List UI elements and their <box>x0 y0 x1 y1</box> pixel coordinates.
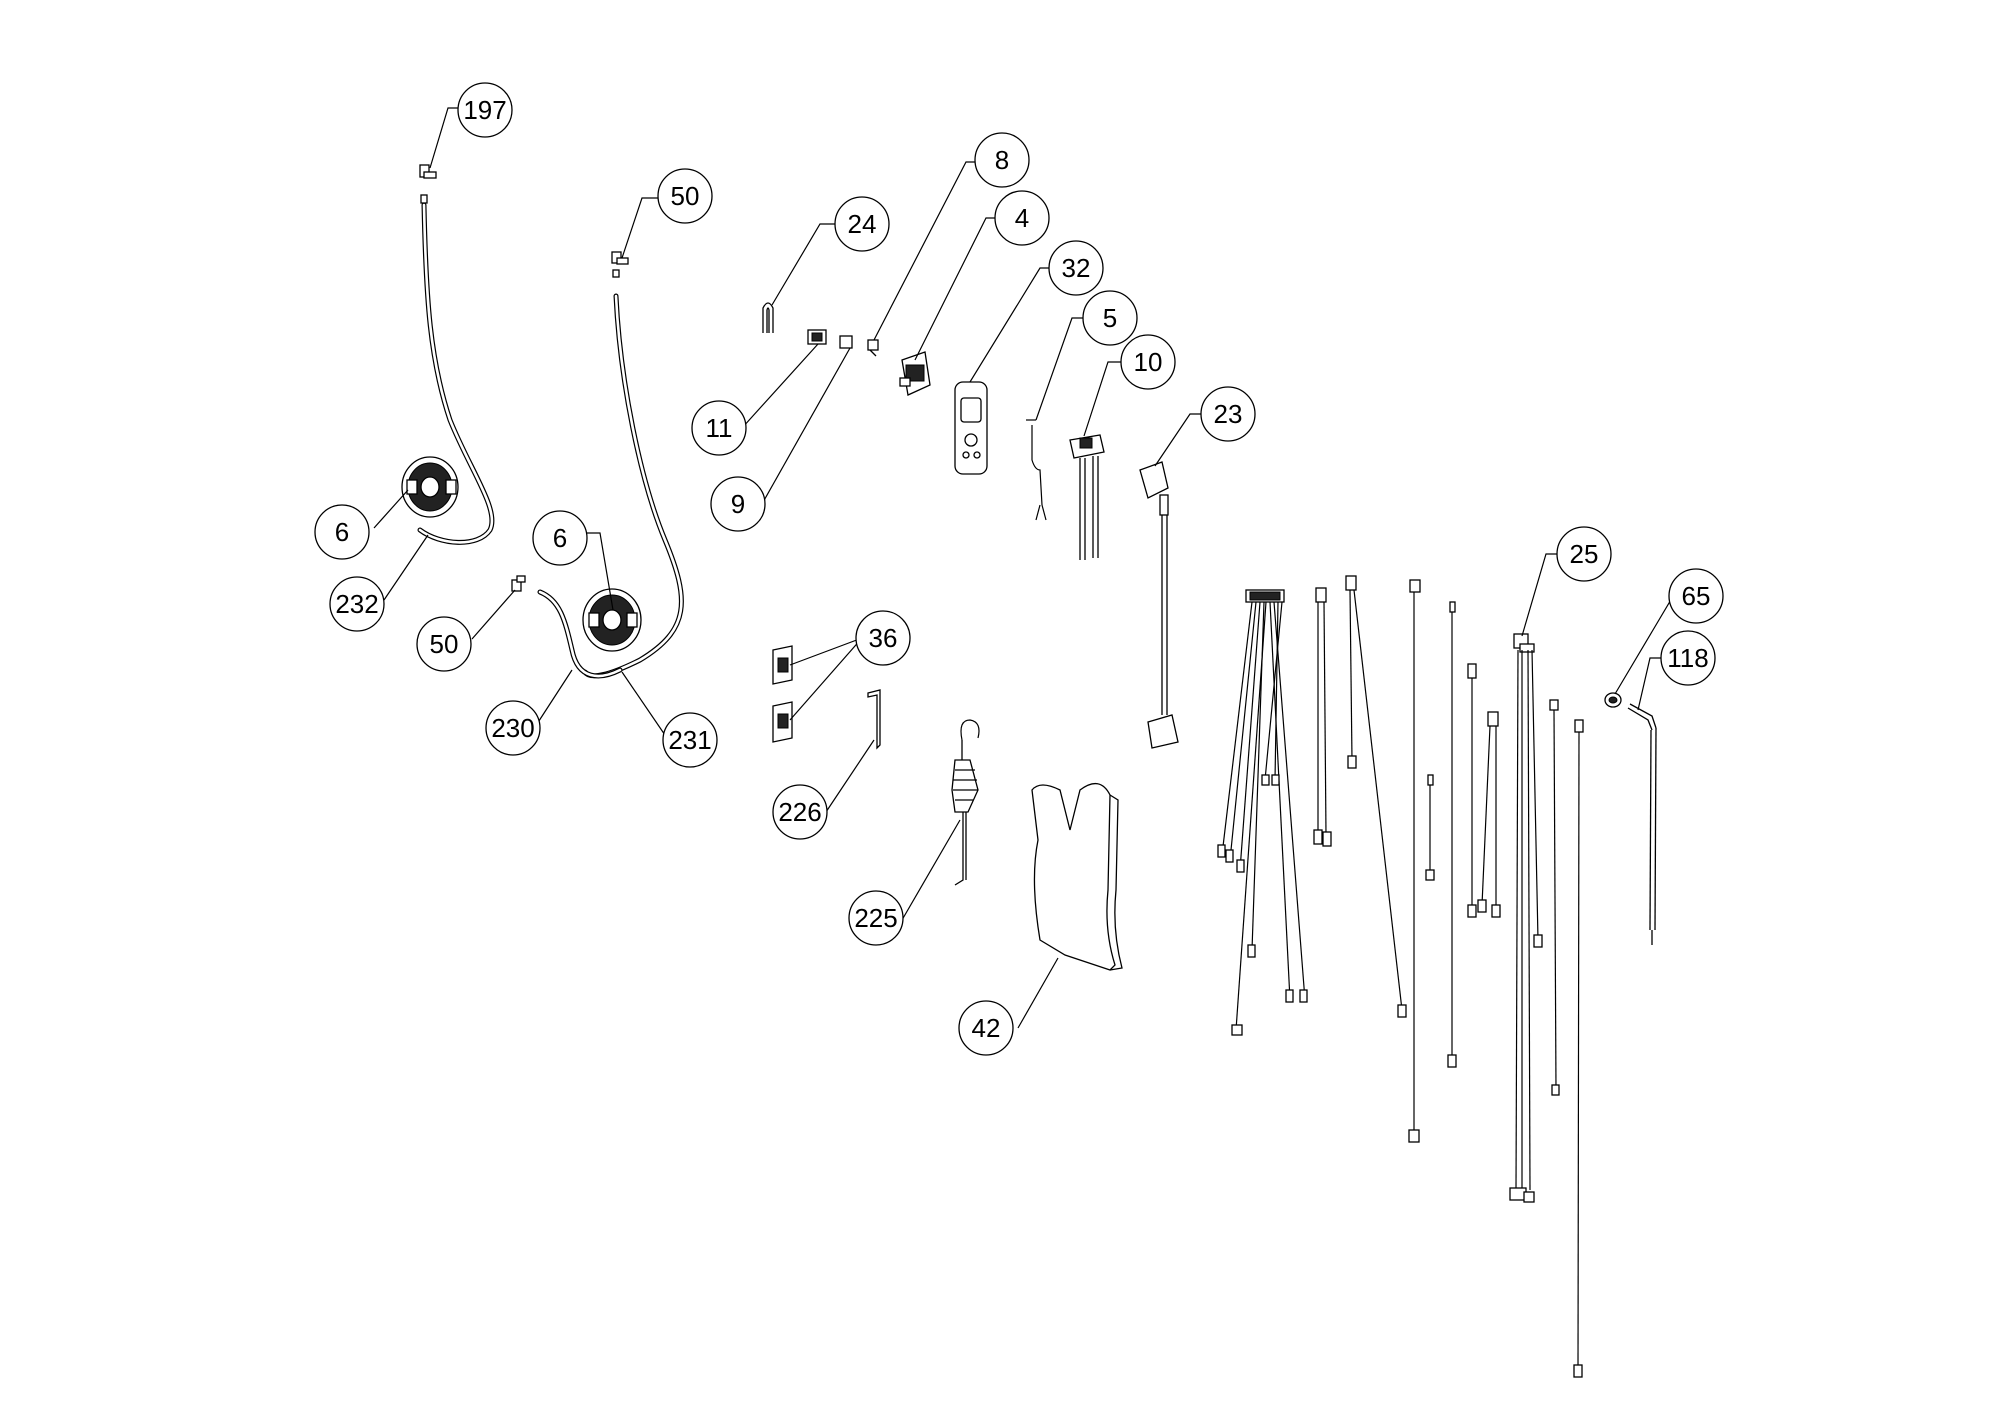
callout-230: 230 <box>485 700 541 756</box>
callout-4: 4 <box>994 190 1050 246</box>
component-24-clip <box>762 302 774 333</box>
component-4-switch <box>899 351 931 396</box>
svg-text:10: 10 <box>1134 347 1163 377</box>
callout-9: 9 <box>710 476 766 532</box>
svg-text:6: 6 <box>335 517 349 547</box>
pressure-switch-right <box>582 588 642 652</box>
callout-11: 11 <box>691 400 747 456</box>
callout-50: 50 <box>657 168 713 224</box>
component-226-rod <box>867 689 881 750</box>
tube-assembly-left <box>401 164 495 545</box>
svg-text:42: 42 <box>972 1013 1001 1043</box>
component-10-heater <box>1069 434 1105 560</box>
callout-118: 118 <box>1660 630 1716 686</box>
callout-65: 65 <box>1668 568 1724 624</box>
callout-23: 23 <box>1200 386 1256 442</box>
svg-text:24: 24 <box>848 209 877 239</box>
callout-232: 232 <box>329 576 385 632</box>
svg-text:5: 5 <box>1103 303 1117 333</box>
component-5-probe <box>1026 419 1047 521</box>
component-8-nut <box>867 339 879 357</box>
callout-226: 226 <box>772 784 828 840</box>
component-23-power-cord <box>1139 461 1179 749</box>
svg-text:23: 23 <box>1214 399 1243 429</box>
pressure-switch-left <box>401 456 459 518</box>
svg-text:65: 65 <box>1682 581 1711 611</box>
callout-25: 25 <box>1556 526 1612 582</box>
tube-fitting-197 <box>419 164 437 204</box>
tube-assembly-right <box>511 251 684 679</box>
svg-text:36: 36 <box>869 623 898 653</box>
callout-36: 36 <box>855 610 911 666</box>
svg-text:118: 118 <box>1667 643 1708 673</box>
svg-text:25: 25 <box>1570 539 1599 569</box>
svg-text:50: 50 <box>671 181 700 211</box>
svg-text:197: 197 <box>463 95 506 125</box>
svg-text:231: 231 <box>668 725 711 755</box>
svg-text:226: 226 <box>778 797 821 827</box>
callout-balloons: 197 50 24 8 4 32 5 10 23 11 9 6 232 6 50 <box>314 82 1724 1056</box>
component-225-hook-spring <box>951 719 980 886</box>
component-32-control-panel <box>954 381 988 475</box>
callout-5: 5 <box>1082 290 1138 346</box>
callout-231: 231 <box>662 712 718 768</box>
callout-197: 197 <box>457 82 513 138</box>
svg-text:32: 32 <box>1062 253 1091 283</box>
component-65-bushing <box>1604 692 1622 708</box>
svg-text:8: 8 <box>995 145 1009 175</box>
svg-text:4: 4 <box>1015 203 1029 233</box>
component-42-insulation-pad <box>1031 783 1123 971</box>
callout-32: 32 <box>1048 240 1104 296</box>
callout-24: 24 <box>834 196 890 252</box>
component-36-brackets <box>772 645 793 743</box>
callout-50-small: 50 <box>416 616 472 672</box>
callout-42: 42 <box>958 1000 1014 1056</box>
callout-6-right: 6 <box>532 510 588 566</box>
svg-text:9: 9 <box>731 489 745 519</box>
leader-lines <box>373 107 1686 1029</box>
tube-fitting-50-small <box>511 575 526 592</box>
component-11-connector <box>807 329 853 349</box>
svg-text:230: 230 <box>491 713 534 743</box>
component-118-sensor-probe <box>1627 703 1657 945</box>
callout-225: 225 <box>848 890 904 946</box>
svg-text:225: 225 <box>854 903 897 933</box>
svg-text:232: 232 <box>335 589 378 619</box>
wiring-harness <box>1217 575 1584 1378</box>
callout-10: 10 <box>1120 334 1176 390</box>
tube-fitting-50-top <box>611 251 629 278</box>
callout-8: 8 <box>974 132 1030 188</box>
svg-text:11: 11 <box>706 413 733 443</box>
svg-text:6: 6 <box>553 523 567 553</box>
callout-6-left: 6 <box>314 504 370 560</box>
svg-text:50: 50 <box>430 629 459 659</box>
